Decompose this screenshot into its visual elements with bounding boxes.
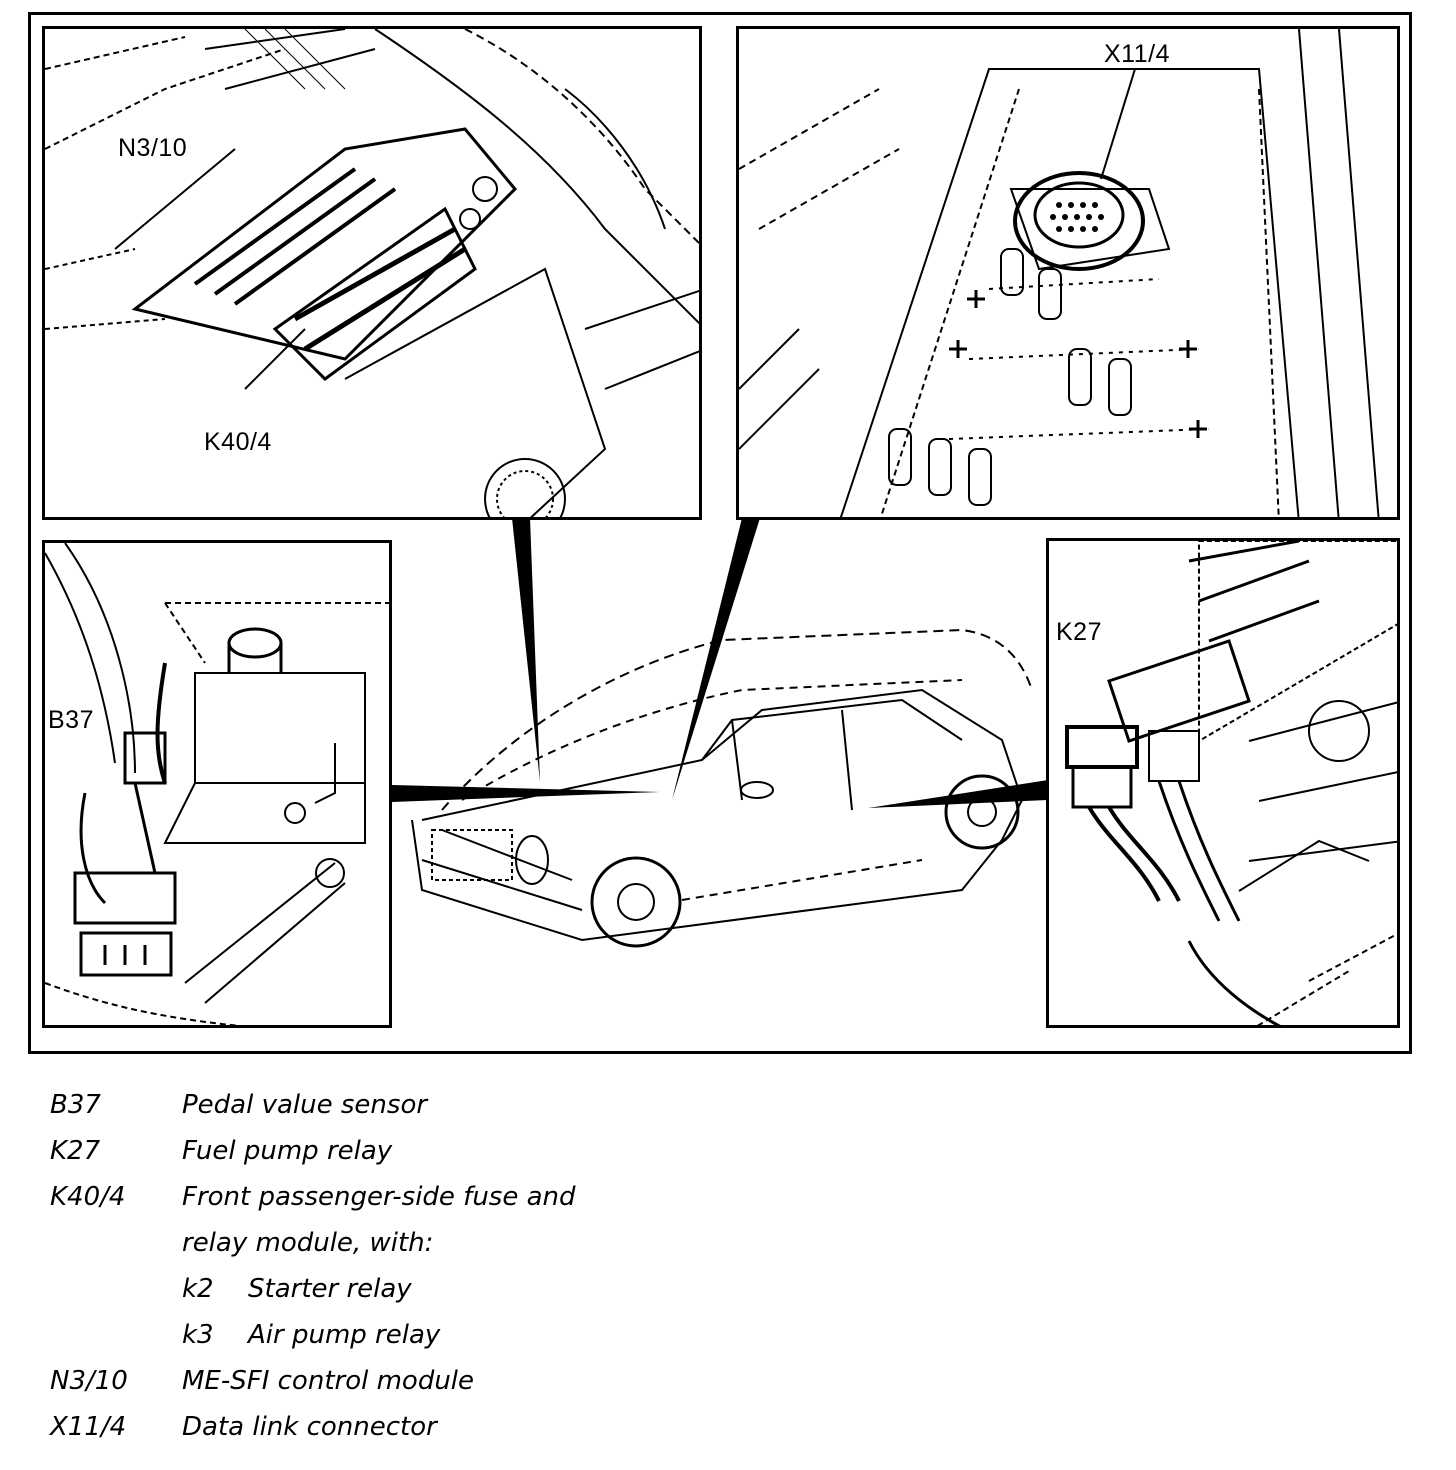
fuel-pump-relay-illustration	[1065, 541, 1397, 1025]
callout-k40-4: K40/4	[204, 428, 272, 456]
car-overview-illustration	[411, 628, 1033, 948]
legend-desc: Front passenger-side fuse and	[182, 1182, 576, 1212]
wedge-fuel-relay	[868, 780, 1048, 808]
legend-subcode: k2	[182, 1274, 214, 1304]
legend-code: K40/4	[50, 1182, 126, 1212]
callout-x11-4: X11/4	[1104, 40, 1170, 68]
pointer-wedges	[392, 518, 1048, 808]
callout-k27: K27	[1056, 618, 1102, 646]
legend-code: X11/4	[50, 1412, 127, 1442]
wedge-pedal-sensor	[392, 785, 660, 802]
panel-fuel-pump-relay	[1046, 538, 1400, 1028]
panel-engine-compartment	[42, 26, 702, 520]
callout-n3-10: N3/10	[118, 134, 188, 162]
legend-desc: Air pump relay	[248, 1320, 441, 1350]
panel-pedal-value-sensor	[42, 540, 392, 1028]
pedal-value-sensor-illustration	[45, 543, 389, 1025]
legend-desc: Data link connector	[182, 1412, 437, 1442]
wedge-data-link	[672, 518, 760, 800]
legend-desc: Starter relay	[248, 1274, 412, 1304]
legend-code: K27	[50, 1136, 101, 1166]
wedge-fuse-module	[512, 518, 540, 782]
callout-b37: B37	[48, 706, 94, 734]
legend-desc: Fuel pump relay	[182, 1136, 393, 1166]
legend-desc: Pedal value sensor	[182, 1090, 428, 1120]
legend-code: N3/10	[50, 1366, 128, 1396]
data-link-connector-illustration	[739, 29, 1380, 517]
legend-desc: ME-SFI control module	[182, 1366, 475, 1396]
legend-code: B37	[50, 1090, 101, 1120]
engine-compartment-illustration	[45, 29, 699, 517]
legend-desc: relay module, with:	[182, 1228, 434, 1258]
panel-data-link-connector	[736, 26, 1400, 520]
diagram-frame	[28, 12, 1412, 1054]
legend-subcode: k3	[182, 1320, 214, 1350]
